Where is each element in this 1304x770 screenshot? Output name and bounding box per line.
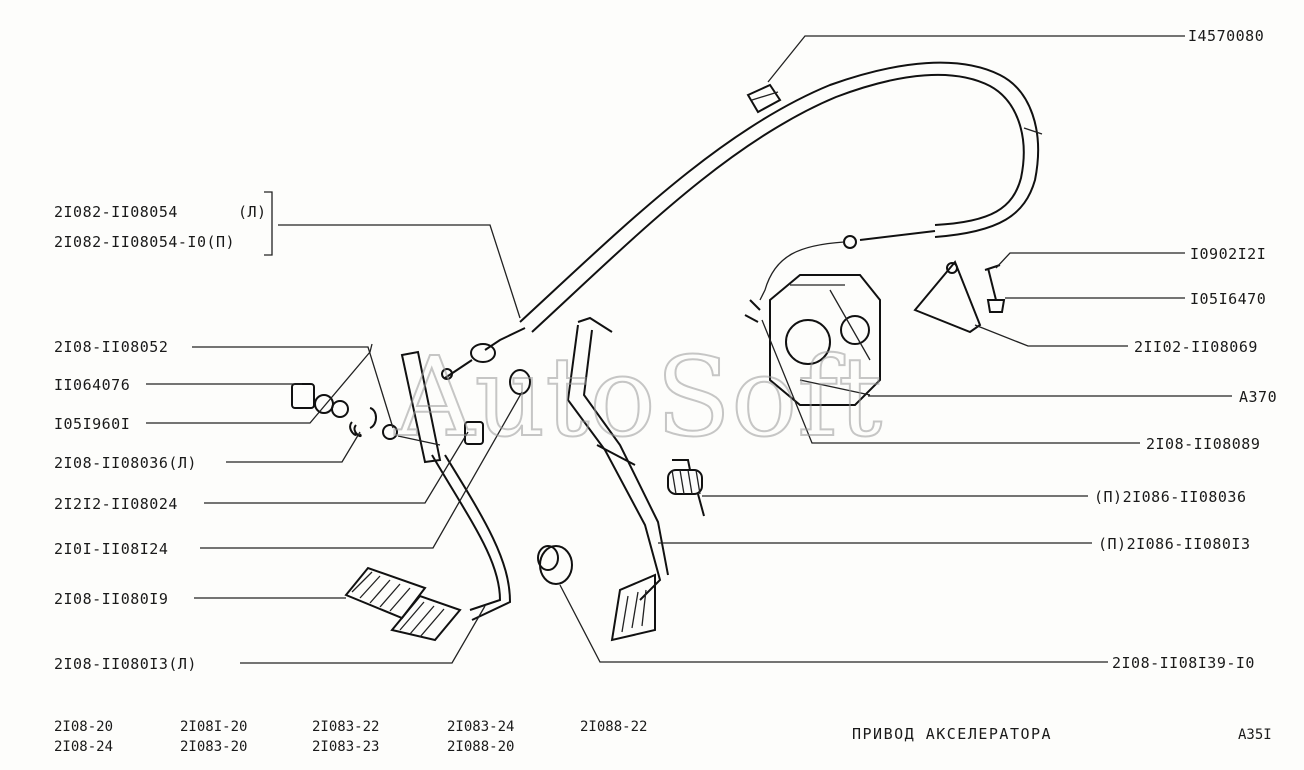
model-code: 2I088-22 [580, 719, 647, 735]
cable-clip [746, 83, 782, 114]
model-code: 2I083-24 [447, 719, 514, 735]
label-10902121: I0902I2I [1190, 245, 1266, 263]
watermark: AutoSoft [394, 333, 882, 461]
diagram-title: ПРИВОД АКСЕЛЕРАТОРА [852, 725, 1052, 743]
model-code: 2I083-23 [312, 739, 379, 755]
throttle-body [744, 274, 881, 406]
label-a370: A370 [1239, 388, 1277, 406]
label-21102-1108069: 2II02-II08069 [1134, 338, 1258, 356]
label-p-21086-1108036: (П)2I086-II08036 [1094, 488, 1247, 506]
label-2101-1108124: 2I0I-II08I24 [54, 540, 168, 558]
pedal-bushing [464, 421, 484, 445]
throttle-cable [441, 61, 1043, 380]
label-p-21086-1108013: (П)2I086-II080I3 [1098, 535, 1251, 553]
label-2108-1108013-l: 2I08-II080I3(Л) [54, 655, 197, 673]
model-code: 2I088-20 [447, 739, 514, 755]
label-10519601: I05I960I [54, 415, 130, 433]
left-small-parts [291, 369, 531, 440]
model-code: 2I08-20 [54, 719, 113, 735]
label-2108-1108036-l: 2I08-II08036(Л) [54, 454, 197, 472]
label-2108-1108139-10: 2I08-II08I39-I0 [1112, 654, 1255, 672]
pedal-stop-bumper [537, 545, 573, 585]
page-code: A35I [1238, 727, 1272, 743]
model-code: 2I083-20 [180, 739, 247, 755]
label-21082-11108054-10-p: 2I082-II08054-I0(П) [54, 233, 235, 251]
model-code: 2I08I-20 [180, 719, 247, 735]
model-code: 2I083-22 [312, 719, 379, 735]
right-pedal-pad [610, 573, 656, 642]
left-pedal-pad [344, 566, 427, 620]
footer: 2I08-20 2I08-24 2I08I-20 2I083-20 2I083-… [54, 719, 1272, 755]
label-10516470: I05I6470 [1190, 290, 1266, 308]
label-14570080: I4570080 [1188, 27, 1264, 45]
label-21082-11108054-l: 2I082-II08054 [54, 203, 178, 221]
label-21082-l-suffix: (Л) [238, 203, 267, 221]
cable-bracket [913, 260, 1006, 334]
left-pedal-assembly [344, 350, 512, 642]
label-2108-1108052: 2I08-II08052 [54, 338, 168, 356]
model-code: 2I08-24 [54, 739, 113, 755]
right-pedal-assembly [566, 316, 669, 642]
label-21212-1108024: 2I2I2-II08024 [54, 495, 178, 513]
leader-lines [146, 35, 1232, 664]
label-2108-1108089: 2I08-II08089 [1146, 435, 1260, 453]
part-labels: I4570080 2I082-II08054 (Л) 2I082-II08054… [54, 27, 1277, 673]
label-11064076: II064076 [54, 376, 130, 394]
return-spring [667, 459, 705, 517]
label-2108-1108019: 2I08-II080I9 [54, 590, 168, 608]
